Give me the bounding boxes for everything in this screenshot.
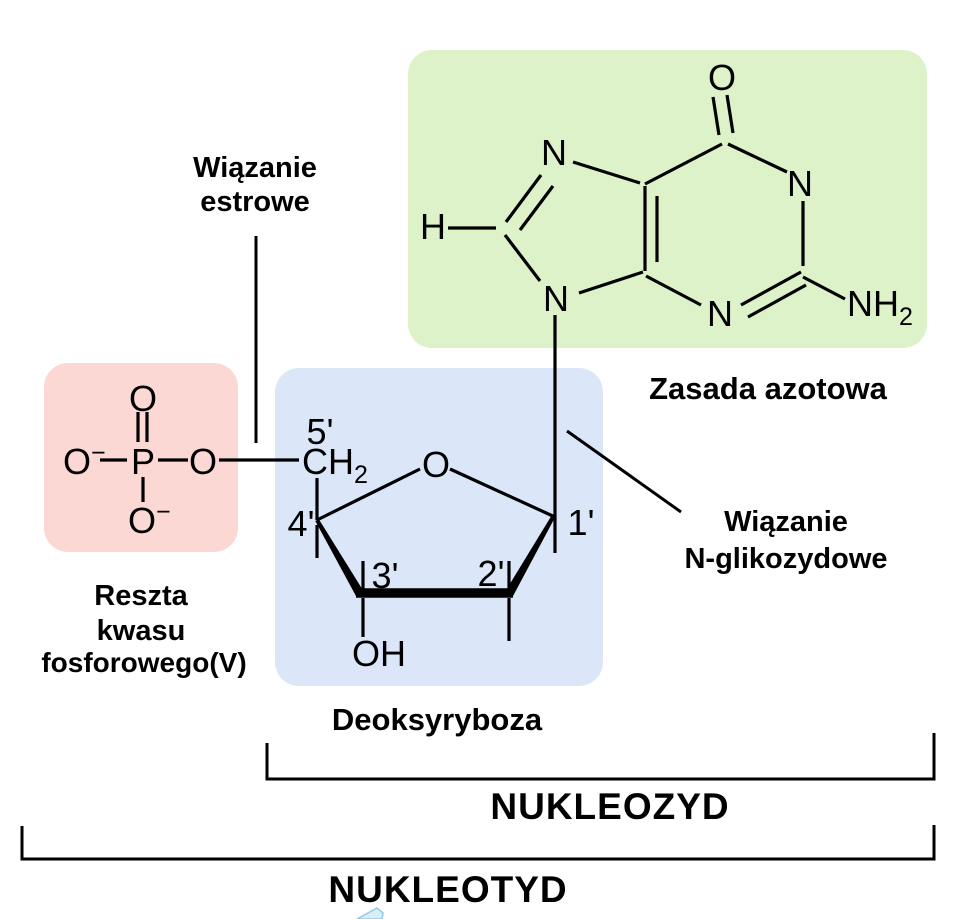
atom-nh2: NH2: [847, 283, 913, 331]
phosphate-highlight-box: [44, 363, 238, 552]
atom-phosphate-o-bridge: O: [189, 441, 217, 482]
nucleotide-label: NUKLEOTYD: [328, 869, 567, 910]
phosphate-label-line2: kwasu: [97, 615, 186, 647]
atom-ch2: CH2: [302, 441, 368, 489]
atom-phosphorus: P: [131, 441, 155, 482]
sugar-highlight-box: [275, 368, 603, 686]
atom-oh: OH: [352, 633, 406, 674]
glycosidic-bond-pointer-line: [566, 429, 682, 514]
base-single-bonds: [448, 142, 846, 307]
sugar-bonds: [219, 458, 556, 641]
atom-phosphate-o-left: O−: [63, 439, 106, 482]
label-c1-prime: 1': [568, 502, 595, 543]
nucleoside-bracket: [265, 733, 936, 781]
label-c5-prime: 5': [307, 411, 334, 452]
atom-n3: N: [707, 293, 733, 334]
ester-bond-label-line2: estrowe: [200, 186, 310, 218]
glycosidic-bond-label-line2: N-glikozydowe: [684, 543, 887, 575]
atom-nh2-subscript: 2: [899, 303, 913, 331]
atom-n1: N: [787, 163, 813, 204]
ester-bond-label-line1: Wiązanie: [193, 152, 317, 184]
atom-ring-o: O: [422, 444, 450, 485]
wedge-bond-c1-c2: [505, 516, 555, 597]
highlight-boxes: [44, 50, 927, 686]
nucleoside-label: NUKLEOZYD: [490, 786, 729, 827]
label-c3-prime: 3': [372, 555, 399, 596]
phosphate-label-line3: fosforowego(V): [41, 647, 246, 678]
atom-o-left-main: O: [63, 441, 91, 482]
nitrogenous-base-label: Zasada azotowa: [649, 371, 887, 406]
atom-o-bottom-main: O: [128, 500, 156, 541]
label-c2-prime: 2': [478, 553, 505, 594]
atom-phosphate-o-top: O: [129, 378, 157, 419]
phosphate-label-line1: Reszta: [94, 580, 188, 612]
atom-ch2-main: CH: [302, 441, 354, 482]
watermark-shape: [356, 907, 384, 919]
atom-o-bottom-charge: −: [156, 498, 171, 526]
atom-ch2-subscript: 2: [354, 461, 368, 489]
atom-h8: H: [420, 206, 446, 247]
atom-n9: N: [543, 278, 569, 319]
atom-n7: N: [541, 132, 567, 173]
glycosidic-bond-label-line1: Wiązanie: [724, 506, 848, 538]
wedge-bond-c4-c3: [315, 519, 364, 597]
phosphate-bonds: [100, 412, 188, 502]
label-c4-prime: 4': [288, 503, 315, 544]
atom-nh2-main: NH: [847, 283, 899, 324]
base-double-bonds: [504, 94, 807, 319]
atom-o-left-charge: −: [91, 439, 106, 467]
nucleotide-bracket: [20, 825, 936, 861]
atom-phosphate-o-bottom: O−: [128, 498, 171, 541]
deoxyribose-label: Deoksyryboza: [332, 702, 543, 737]
atom-o6: O: [708, 57, 736, 98]
